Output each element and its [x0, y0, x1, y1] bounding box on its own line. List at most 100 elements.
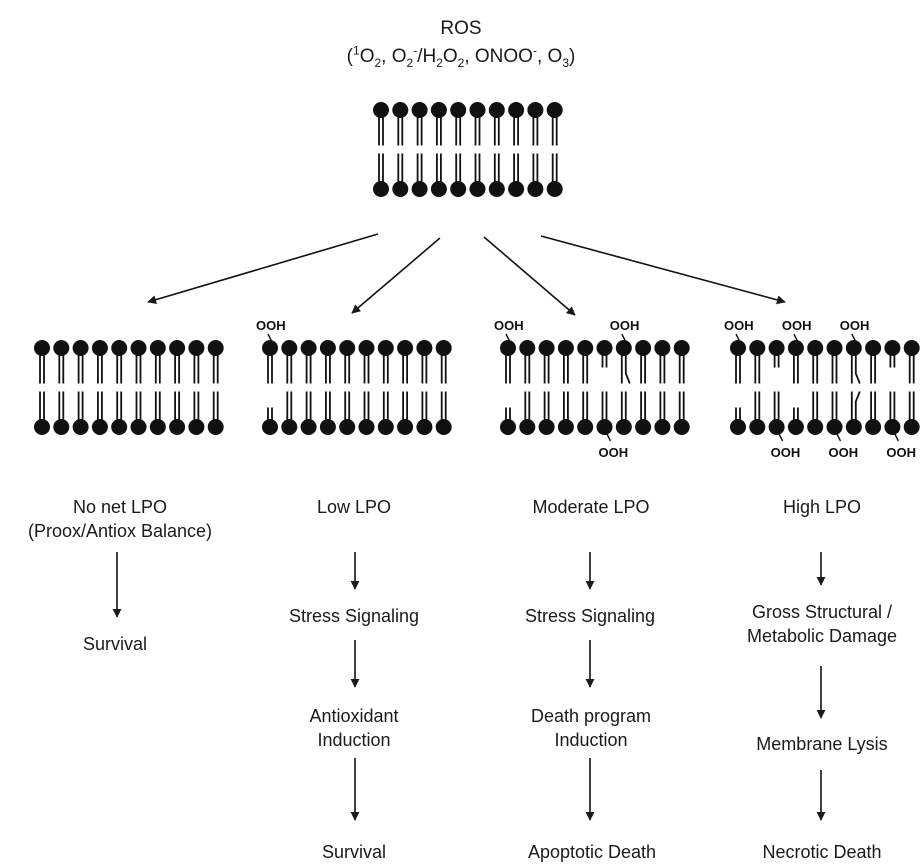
lipid-head	[397, 419, 414, 435]
lipid-head	[654, 419, 671, 435]
lipid-head	[807, 340, 824, 356]
step-necrotic-death: Necrotic Death	[762, 842, 882, 862]
ooh-bond	[893, 432, 900, 442]
step-gross-structural-metabolic-damage: Gross Structural /Metabolic Damage	[746, 602, 898, 646]
ooh-label: OOH	[829, 445, 859, 460]
lipid-head	[903, 419, 920, 435]
lipid-head	[730, 419, 746, 435]
lipid-head	[339, 340, 356, 356]
lipid-head	[615, 340, 632, 356]
lipid-head	[397, 340, 414, 356]
lipid-head	[111, 419, 128, 435]
lipid-head	[596, 419, 613, 435]
lipid-head	[865, 340, 882, 356]
lipid-head	[557, 340, 574, 356]
lipid-head	[654, 340, 671, 356]
lipid-head	[519, 340, 536, 356]
ooh-label: OOH	[771, 445, 801, 460]
arrow-to-no-net-lpo	[147, 233, 379, 305]
lipid-head	[377, 419, 394, 435]
lipid-head	[577, 419, 594, 435]
lipid-head	[807, 419, 824, 435]
lipid-head	[281, 419, 298, 435]
lipid-head	[392, 181, 409, 197]
lipid-head	[207, 419, 224, 435]
lipid-head	[435, 340, 452, 356]
lipid-head	[673, 419, 690, 435]
lipid-head	[416, 419, 433, 435]
lipid-head	[169, 340, 186, 356]
lipid-head	[730, 340, 746, 356]
lipid-head	[130, 340, 147, 356]
lipid-head	[149, 340, 166, 356]
title-species: (1O2, O2-/H2O2, ONOO-, O3)	[346, 43, 576, 70]
lipid-head	[91, 340, 108, 356]
lipid-head	[884, 340, 901, 356]
lipid-head	[34, 419, 50, 435]
lipid-head	[749, 340, 766, 356]
lipid-head	[508, 181, 525, 197]
lipid-tail	[854, 391, 861, 427]
lipid-head	[538, 419, 555, 435]
lipid-head	[615, 419, 632, 435]
lipid-head	[72, 419, 89, 435]
lipid-head	[319, 419, 336, 435]
step-survival: Survival	[82, 634, 148, 654]
lipid-head	[635, 340, 652, 356]
lipid-head	[508, 102, 525, 118]
lipid-head	[538, 340, 555, 356]
lipid-head	[53, 419, 70, 435]
lipid-head	[787, 340, 804, 356]
lipid-head	[749, 419, 766, 435]
lipid-head	[884, 419, 901, 435]
lipid-head	[500, 419, 516, 435]
lipid-head	[91, 419, 108, 435]
lipid-bilayer: OOH	[256, 318, 452, 435]
lipid-head	[281, 340, 298, 356]
lipid-head	[768, 340, 785, 356]
ooh-bond	[735, 333, 741, 343]
lipid-head	[377, 340, 394, 356]
lipid-head	[488, 181, 505, 197]
step-stress-signaling: Stress Signaling	[524, 606, 656, 626]
lipid-tail	[854, 348, 861, 384]
lipid-head	[411, 181, 428, 197]
lipid-head	[673, 340, 690, 356]
ooh-bond	[777, 432, 784, 442]
lipid-head	[111, 340, 128, 356]
lipid-head	[53, 340, 70, 356]
lipid-head	[34, 340, 50, 356]
lipid-bilayer	[34, 340, 224, 435]
lipid-head	[546, 102, 563, 118]
lipid-head	[450, 181, 467, 197]
arrow-to-high-lpo	[540, 235, 786, 305]
lipid-head	[557, 419, 574, 435]
ooh-label: OOH	[840, 318, 870, 333]
heading-moderate-lpo: Moderate LPO	[532, 497, 650, 517]
lipid-head	[188, 340, 205, 356]
lipid-head	[207, 340, 224, 356]
lipid-head	[546, 181, 563, 197]
arrow-to-moderate-lpo	[483, 236, 576, 316]
lipid-head	[373, 102, 389, 118]
lipid-head	[358, 419, 375, 435]
lipid-head	[339, 419, 356, 435]
lipid-head	[411, 102, 428, 118]
lipid-head	[469, 181, 486, 197]
lipid-head	[450, 102, 467, 118]
lipid-head	[865, 419, 882, 435]
step-apoptotic-death: Apoptotic Death	[527, 842, 657, 862]
lipid-head	[358, 340, 375, 356]
ooh-label: OOH	[256, 318, 286, 333]
lipid-head	[577, 340, 594, 356]
lipid-head	[826, 340, 843, 356]
lipid-bilayer	[373, 102, 563, 197]
lipid-head	[188, 419, 205, 435]
lipid-head	[787, 419, 804, 435]
title-ros: ROS	[440, 18, 482, 39]
lipid-head	[149, 419, 166, 435]
